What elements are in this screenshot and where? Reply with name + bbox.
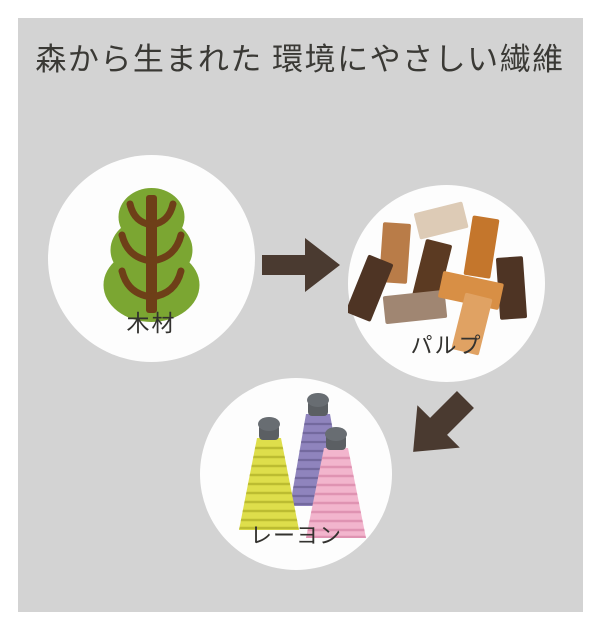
process-node-label-rayon: レーヨン [249, 523, 342, 548]
process-node-rayon[interactable]: レーヨン [200, 378, 392, 570]
process-node-wood[interactable]: 木材 [48, 155, 255, 362]
wood-chips-icon [348, 201, 527, 356]
tree-icon [103, 188, 200, 322]
thread-spools-icon [239, 393, 366, 538]
process-node-label-wood: 木材 [126, 311, 177, 336]
page-title: 森から生まれた 環境にやさしい繊維 [35, 42, 565, 77]
process-node-pulp[interactable]: パルプ [348, 185, 545, 382]
arrow-pulp-to-rayon-icon [413, 391, 474, 452]
arrow-wood-to-pulp-icon [262, 238, 340, 292]
process-node-label-pulp: パルプ [410, 333, 483, 358]
